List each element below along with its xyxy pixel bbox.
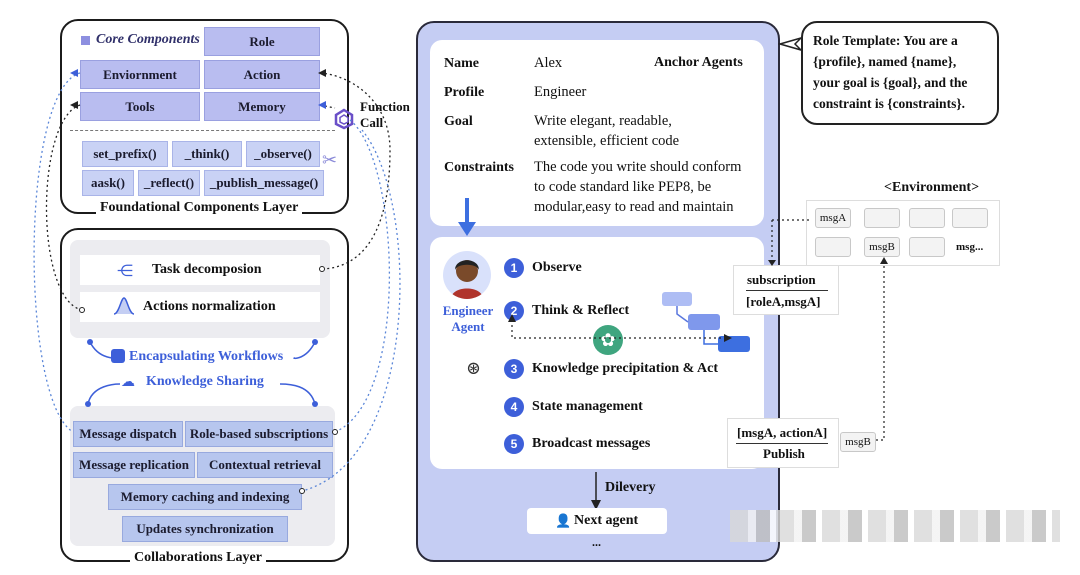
core-components-square-icon [81,36,90,45]
function-call-icon [333,108,355,135]
role-template-bubble [801,21,999,125]
env-cell [909,208,945,228]
fn-publish-message: _publish_message() [204,170,324,196]
updates-synchronization-chip: Updates synchronization [122,516,288,542]
openai-icon: ✿ [593,325,623,355]
collaboration-layer-title: Collaborations Layer [130,550,266,566]
env-cell: msgA [815,208,851,228]
delivery-arrow [590,472,602,517]
name-label: Name [444,56,479,71]
publish-label: Publish [763,446,805,461]
profile-value: Engineer [534,84,587,100]
step-number-4: 4 [504,397,524,417]
next-agent-box [527,508,667,534]
env-cell [864,208,900,228]
divider-dotted [70,130,335,131]
message-dispatch-chip: Message dispatch [73,421,183,447]
step-broadcast: Broadcast messages [532,436,651,451]
anchor-agents-label: Anchor Agents [654,55,743,70]
task-decomposition-label: Task decomposion [152,262,262,277]
delivery-label: Dilevery [605,480,656,495]
environment-chip: Enviornment [80,60,200,89]
subscription-value: [roleA,msgA] [746,294,821,309]
person-icon: 👤 [555,513,572,528]
brain-icon: ☁ [121,375,135,390]
blurred-watermark [730,510,1060,542]
profile-label: Profile [444,85,485,100]
role-chip: Role [204,27,320,56]
step-number-2: 2 [504,301,524,321]
env-cell-more: msg... [956,241,984,253]
subscription-divider [746,290,828,291]
memory-chip: Memory [204,92,320,121]
step-number-1: 1 [504,258,524,278]
constraints-value: The code you write should conform to cod… [534,159,742,215]
core-components-label: Core Components [96,32,200,47]
foundational-layer-title: Foundational Components Layer [96,200,303,216]
role-based-subscriptions-chip: Role-based subscriptions [185,421,333,447]
publish-divider [736,443,828,444]
fn-observe: _observe() [246,141,320,167]
publish-value: [msgA, actionA] [737,425,828,440]
down-arrow-icon [455,198,479,243]
contextual-retrieval-chip: Contextual retrieval [197,452,333,478]
actions-normalization-label: Actions normalization [143,299,276,314]
tools-chip: Tools [80,92,200,121]
engineer-avatar [443,251,491,299]
knowledge-sharing-label: Knowledge Sharing [146,374,264,389]
step-think-reflect: Think & Reflect [532,303,630,318]
step-observe: Observe [532,260,582,275]
goal-label: Goal [444,114,473,129]
memory-caching-chip: Memory caching and indexing [108,484,302,510]
task-decomposition-icon: ⋲ [117,263,133,280]
pointer-triangle [777,36,804,57]
brain-circuit-icon: ⊛ [466,358,482,378]
msgB-cell: msgB [840,432,876,452]
fn-reflect: _reflect() [138,170,200,196]
step-knowledge: Knowledge precipitation & Act [532,361,719,376]
message-replication-chip: Message replication [73,452,195,478]
workflow-icon [111,349,125,363]
next-agent-label: Next agent [574,513,639,528]
scissor-icon: ✂ [322,150,338,170]
fn-think: _think() [172,141,242,167]
fn-aask: aask() [82,170,134,196]
role-template-text: Role Template: You are a {profile}, name… [813,33,968,111]
function-call-label: Function Call [360,99,410,130]
engineer-agent-label: Engineer Agent [442,303,494,334]
encapsulating-workflows-label: Encapsulating Workflows [129,349,284,364]
step-state-management: State management [532,399,643,414]
ellipsis-label: ... [592,535,601,549]
env-cell [909,237,945,257]
constraints-label: Constraints [444,160,515,175]
profile-card [430,40,764,226]
environment-title: <Environment> [884,180,980,195]
env-cell: msgB [864,237,900,257]
step-number-3: 3 [504,359,524,379]
task-decomposition-row [80,255,320,285]
env-cell [815,237,851,257]
fn-set-prefix: set_prefix() [82,141,168,167]
action-chip: Action [204,60,320,89]
subscription-label: subscription [747,272,816,287]
goal-value: Write elegant, readable, extensible, eff… [534,113,680,149]
bell-curve-icon [113,296,135,321]
step-number-5: 5 [504,434,524,454]
env-cell [952,208,988,228]
name-value: Alex [534,55,563,71]
